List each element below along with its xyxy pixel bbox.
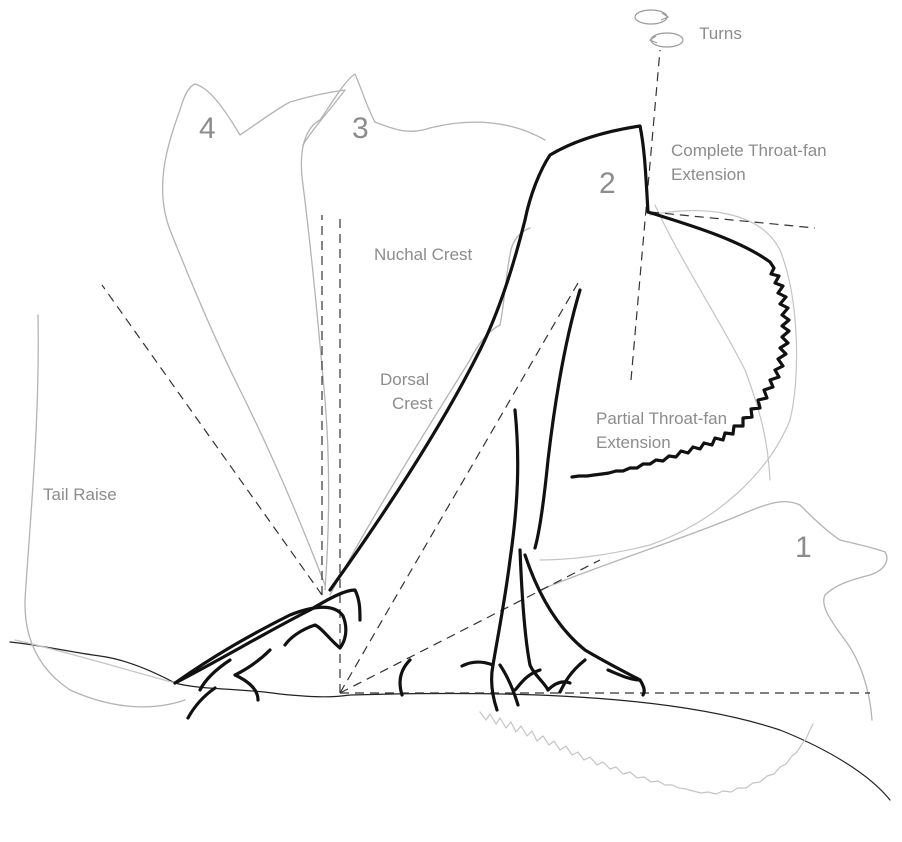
ground-line [10,642,890,800]
complete-throat-fan-label-line2: Extension [671,165,746,184]
body-angle-dash-1 [340,283,578,693]
rotation-arrows-icon [635,10,683,47]
stage-1-number: 1 [795,531,812,564]
dorsal-crest-label-line1: Dorsal [380,370,429,389]
complete-throat-fan-label-line1: Complete Throat-fan [671,141,827,160]
stage-2-number: 2 [599,167,616,200]
tail-raise-label: Tail Raise [43,485,117,504]
turns-label: Turns [699,24,742,43]
stage-3-neck [303,90,345,145]
dorsal-crest-label-line2: Crest [392,394,433,413]
stage-3-outline [301,74,545,590]
faint-jaw-line [655,205,770,480]
stage-2-front-leg [493,290,644,695]
partial-throat-fan-label-line1: Partial Throat-fan [596,409,727,428]
nuchal-crest-label: Nuchal Crest [374,245,473,264]
stage-4-outline [163,84,345,585]
stage-3-number: 3 [352,112,369,145]
stage-1-outline [540,502,887,720]
stage-4-number: 4 [199,112,216,145]
partial-throat-fan-label-line2: Extension [596,433,671,452]
